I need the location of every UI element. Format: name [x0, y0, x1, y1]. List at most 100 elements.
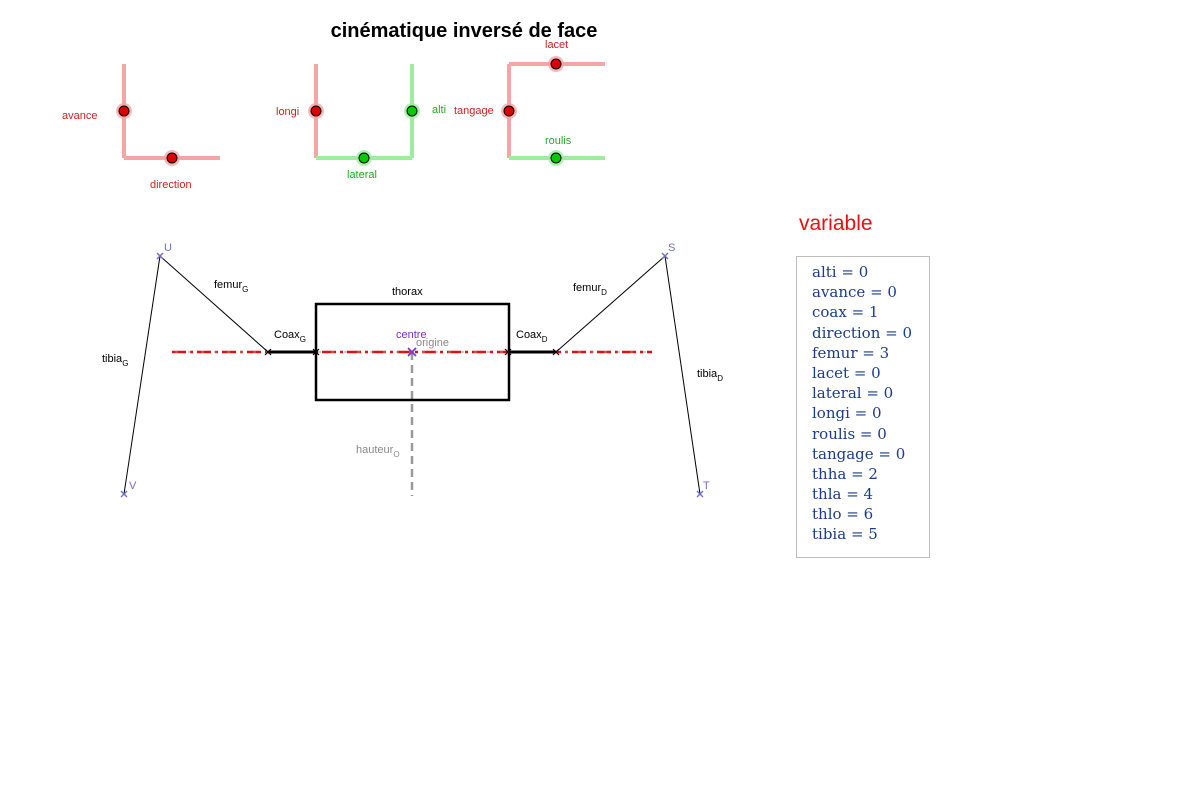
- centre-cross-icon[interactable]: [407, 347, 417, 357]
- variable-item-lateral: lateral = 0: [812, 383, 929, 403]
- variable-name: tangage: [812, 444, 874, 463]
- roulis-slider-handle[interactable]: [548, 150, 564, 166]
- tibia-g-line: [123, 255, 161, 495]
- variable-name: lateral: [812, 384, 862, 403]
- equals-sign: =: [849, 404, 872, 423]
- variable-item-direction: direction = 0: [812, 323, 929, 343]
- tibia-d-line: [664, 255, 701, 495]
- lateral-label: lateral: [347, 169, 377, 181]
- variable-value: 0: [887, 283, 897, 302]
- centre-label: centre: [396, 329, 427, 341]
- direction-slider-handle[interactable]: [164, 150, 180, 166]
- variable-item-roulis: roulis = 0: [812, 424, 929, 444]
- alti-slider-handle[interactable]: [404, 103, 420, 119]
- direction-label: direction: [150, 179, 192, 191]
- equals-sign: =: [861, 384, 884, 403]
- variable-item-thla: thla = 4: [812, 484, 929, 504]
- variable-value: 0: [877, 424, 887, 443]
- point-t-label: T: [703, 480, 710, 492]
- variable-value: 1: [868, 303, 879, 322]
- joint-cross-icon: [264, 348, 560, 356]
- equals-sign: =: [880, 323, 903, 342]
- equals-sign: =: [836, 263, 859, 281]
- variable-name: coax: [812, 303, 847, 322]
- variable-item-thha: thha = 2: [812, 464, 929, 484]
- femur-d-label: femurD: [573, 282, 607, 297]
- variable-name: femur: [812, 343, 858, 362]
- tangage-slider-handle[interactable]: [501, 103, 517, 119]
- femur-g-label: femurG: [214, 279, 248, 294]
- tibia-g-label: tibiaG: [102, 353, 128, 368]
- equals-sign: =: [857, 343, 880, 362]
- variable-item-avance: avance = 0: [812, 282, 929, 302]
- point-u-cross-icon[interactable]: [156, 252, 164, 260]
- variable-value: 3: [879, 343, 890, 362]
- point-u-label: U: [164, 242, 172, 254]
- variable-value: 2: [868, 464, 878, 483]
- avance-label: avance: [62, 110, 97, 122]
- variable-name: avance: [812, 283, 866, 302]
- variable-item-longi: longi = 0: [812, 403, 929, 423]
- origine-label: origine: [416, 337, 449, 349]
- roulis-label: roulis: [545, 135, 572, 147]
- variable-value: 0: [858, 263, 869, 281]
- equals-sign: =: [841, 505, 864, 524]
- point-s-cross-icon[interactable]: [661, 252, 669, 260]
- variable-item-thlo: thlo = 6: [812, 504, 929, 524]
- variable-value: 0: [872, 404, 882, 423]
- slider-group-avance-direction: avance direction: [62, 64, 220, 191]
- equals-sign: =: [846, 525, 869, 544]
- variable-value: 0: [895, 444, 906, 463]
- variable-item-femur: femur = 3: [812, 343, 929, 363]
- variable-value: 0: [871, 363, 881, 382]
- slider-group-tangage-lacet-roulis: tangage lacet roulis: [454, 39, 605, 166]
- equals-sign: =: [846, 464, 869, 483]
- variable-item-tangage: tangage = 0: [812, 444, 929, 464]
- variable-name: thha: [812, 464, 847, 483]
- longi-label: longi: [276, 106, 299, 118]
- variable-name: direction: [812, 323, 881, 342]
- point-v-cross-icon[interactable]: [120, 490, 128, 498]
- alti-label: alti: [432, 104, 446, 116]
- variable-name: alti: [812, 263, 837, 281]
- equals-sign: =: [873, 444, 896, 463]
- variable-name: roulis: [812, 424, 856, 443]
- longi-slider-handle[interactable]: [308, 103, 324, 119]
- lacet-slider-handle[interactable]: [548, 56, 564, 72]
- equals-sign: =: [855, 424, 878, 443]
- slider-group-longi-lateral-alti: longi lateral alti: [276, 64, 446, 181]
- variable-value: 6: [863, 505, 874, 524]
- equals-sign: =: [865, 283, 888, 302]
- coax-g-label: CoaxG: [274, 329, 306, 344]
- variable-value: 0: [883, 384, 894, 403]
- avance-slider-handle[interactable]: [116, 103, 132, 119]
- variable-item-coax: coax = 1: [812, 302, 929, 322]
- hauteur-label: hauteurO: [356, 444, 400, 459]
- point-s-label: S: [668, 242, 675, 254]
- variable-value: 0: [902, 323, 913, 342]
- variable-name: tibia: [812, 525, 847, 544]
- variable-name: thlo: [812, 505, 842, 524]
- tibia-d-label: tibiaD: [697, 368, 723, 383]
- tangage-label: tangage: [454, 105, 494, 117]
- thorax-label: thorax: [392, 286, 423, 298]
- lateral-slider-handle[interactable]: [356, 150, 372, 166]
- variable-item-tibia: tibia = 5: [812, 524, 929, 544]
- variables-heading: variable: [799, 212, 873, 235]
- lacet-label: lacet: [545, 39, 568, 51]
- point-t-cross-icon[interactable]: [696, 490, 704, 498]
- equals-sign: =: [849, 363, 872, 382]
- variable-name: thla: [812, 485, 842, 504]
- robot-diagram: U V S T thorax centre origine femurG fem…: [102, 242, 723, 498]
- variable-item-alti: alti = 0: [812, 262, 929, 282]
- equals-sign: =: [841, 485, 864, 504]
- variable-value: 5: [868, 525, 878, 544]
- coax-d-label: CoaxD: [516, 329, 548, 344]
- variable-item-lacet: lacet = 0: [812, 363, 929, 383]
- variable-name: longi: [812, 404, 850, 423]
- equals-sign: =: [846, 303, 869, 322]
- variable-value: 4: [863, 485, 874, 504]
